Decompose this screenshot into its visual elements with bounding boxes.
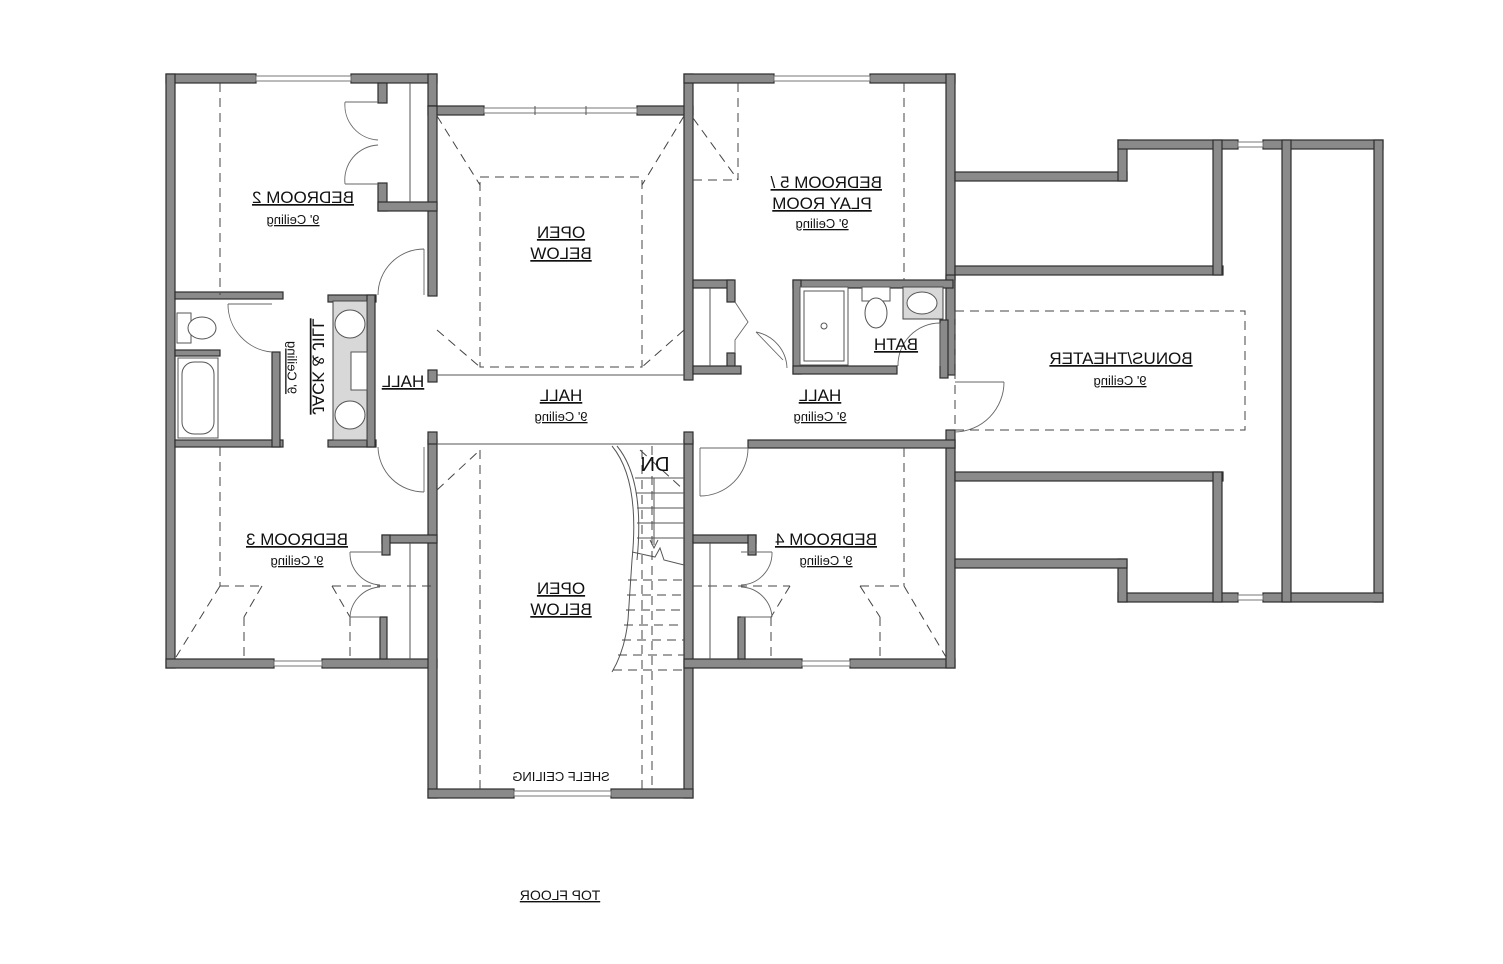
- room-label-hall: HALL: [382, 372, 425, 391]
- labels: BEDROOM 2 9' Ceiling OPEN BELOW BEDROOM …: [246, 173, 1193, 903]
- room-label-hall: HALL: [540, 386, 583, 405]
- sink-icon: [906, 291, 938, 315]
- drawing-title: TOP FLOOR: [520, 887, 600, 903]
- ceiling-label: 9' Ceiling: [270, 553, 323, 568]
- room-label-bath: BATH: [874, 335, 918, 354]
- ceiling-label: 9' Ceiling: [795, 216, 848, 231]
- doors: [227, 101, 1005, 618]
- room-label-bedroom4: BEDROOM 4: [775, 530, 877, 549]
- room-label-bedroom3: BEDROOM 3: [246, 530, 348, 549]
- sink-icon: [334, 309, 366, 339]
- windows: [255, 75, 1264, 797]
- ceiling-label: 9' Ceiling: [534, 409, 587, 424]
- fixtures: [176, 83, 944, 659]
- open-below-label: OPEN: [537, 579, 585, 598]
- open-below-label: BELOW: [530, 600, 591, 619]
- stairs: [611, 445, 685, 789]
- ceiling-label: 9' Ceiling: [285, 341, 300, 394]
- room-label-bonus-theater: BONUS/THEATER: [1049, 349, 1192, 368]
- room-label-jack-jill: JACK & JILL: [309, 318, 328, 414]
- room-label-bedroom5: BEDROOM 5 /: [770, 173, 882, 192]
- ceiling-label: 9' Ceiling: [1093, 373, 1146, 388]
- sink-icon: [334, 400, 366, 430]
- open-below-label: BELOW: [530, 244, 591, 263]
- shelf-ceiling-label: SHELF CEILING: [512, 769, 610, 784]
- stairs-down-label: DN: [641, 454, 670, 476]
- ceiling-label: 9' Ceiling: [793, 409, 846, 424]
- ceiling-label: 9' Ceiling: [266, 212, 319, 227]
- room-label-playroom: PLAY ROOM: [772, 194, 872, 213]
- room-label-hall: HALL: [799, 386, 842, 405]
- ceiling-label: 9' Ceiling: [799, 553, 852, 568]
- room-label-bedroom2: BEDROOM 2: [252, 188, 354, 207]
- ceiling-lines: [175, 83, 1246, 789]
- open-below-label: OPEN: [537, 223, 585, 242]
- walls: [165, 73, 1384, 799]
